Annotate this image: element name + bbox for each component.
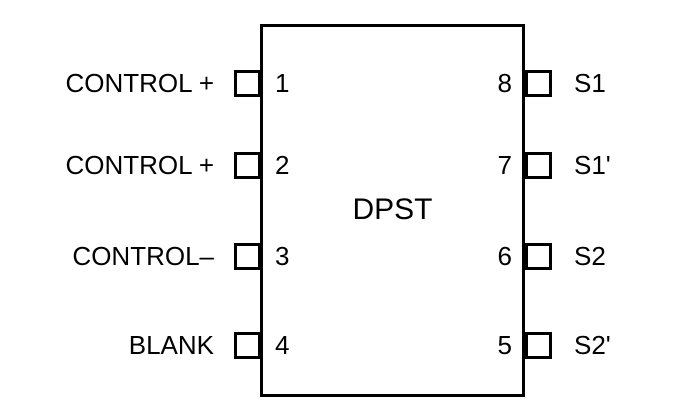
pin-label-2: CONTROL + (65, 150, 214, 180)
pin-number-7: 7 (497, 150, 512, 180)
pin-number-6: 6 (497, 241, 512, 271)
pin-label-5: S2' (574, 330, 611, 360)
pin-label-6: S2 (574, 241, 606, 271)
pin-label-8: S1 (574, 68, 606, 98)
pin-pad-4 (234, 332, 261, 359)
part-name-label: DPST (352, 193, 433, 226)
pin-pad-8 (525, 70, 552, 97)
ic-body-outline (260, 24, 525, 397)
pin-number-8: 8 (497, 68, 512, 98)
pin-number-2: 2 (275, 150, 290, 180)
pin-pad-7 (525, 152, 552, 179)
pin-pad-6 (525, 243, 552, 270)
pin-label-3: CONTROL– (72, 241, 214, 271)
pin-number-4: 4 (275, 330, 290, 360)
pin-pad-5 (525, 332, 552, 359)
pin-number-3: 3 (275, 241, 290, 271)
pin-number-5: 5 (497, 330, 512, 360)
pin-label-4: BLANK (128, 330, 214, 360)
pin-pad-3 (234, 243, 261, 270)
pin-pad-1 (234, 70, 261, 97)
pin-pad-2 (234, 152, 261, 179)
pin-label-1: CONTROL + (65, 68, 214, 98)
pin-number-1: 1 (275, 68, 290, 98)
pin-label-7: S1' (574, 150, 611, 180)
